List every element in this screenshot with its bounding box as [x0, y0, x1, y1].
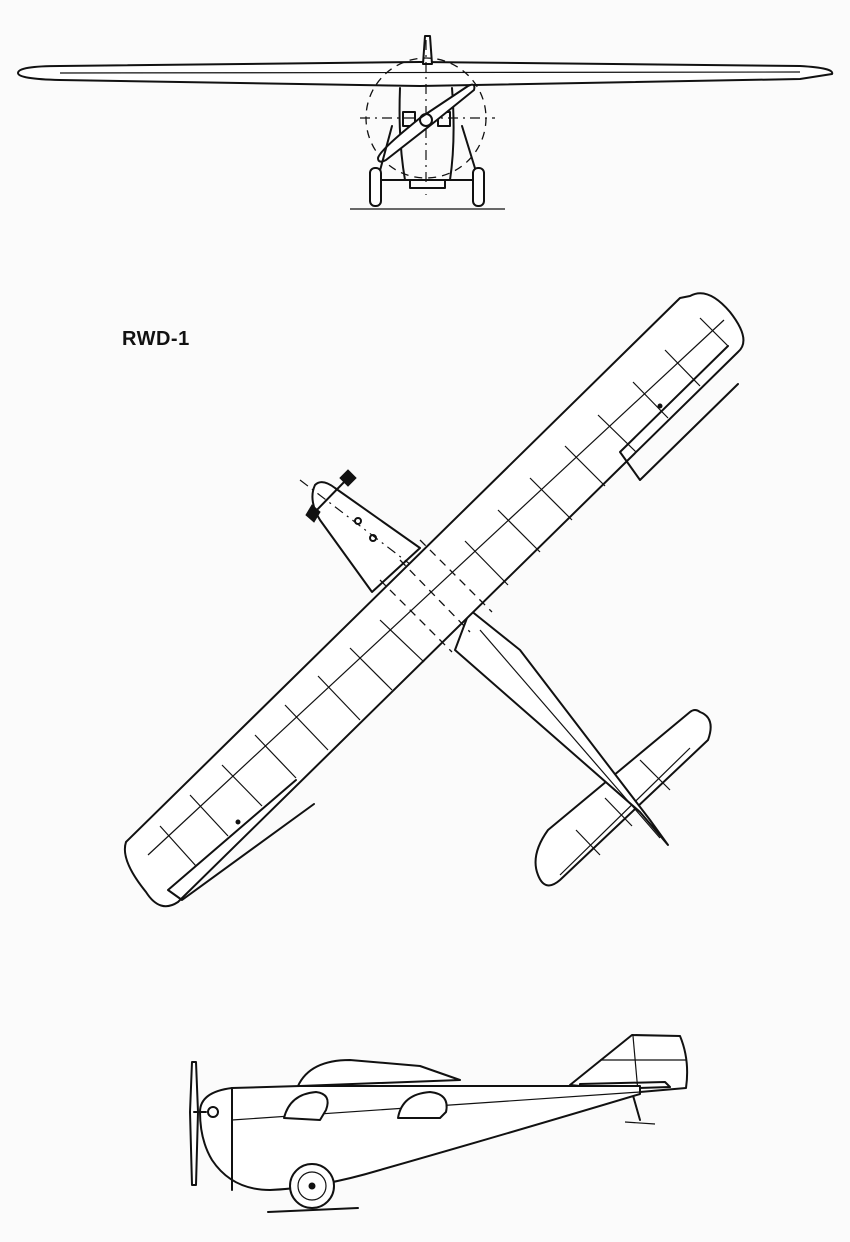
- front-wheel-right: [472, 167, 485, 207]
- front-fin: [422, 35, 433, 65]
- front-wing: [17, 61, 834, 87]
- top-propeller: [305, 469, 357, 523]
- front-propeller: [377, 83, 476, 163]
- aileron-left: [167, 779, 315, 901]
- side-propeller: [189, 1061, 199, 1186]
- front-view: [17, 35, 834, 210]
- drawing-title: RWD-1: [122, 328, 190, 350]
- front-wheel-left: [369, 167, 382, 207]
- wing-ribs: [159, 317, 729, 867]
- side-view: [189, 1034, 689, 1213]
- side-fin: [569, 1034, 689, 1093]
- side-window-front: [283, 1091, 329, 1121]
- top-wing: [124, 292, 745, 908]
- side-canopy: [297, 1059, 461, 1087]
- aileron-right: [619, 345, 739, 481]
- side-window-rear: [397, 1091, 448, 1119]
- top-view: [124, 292, 745, 908]
